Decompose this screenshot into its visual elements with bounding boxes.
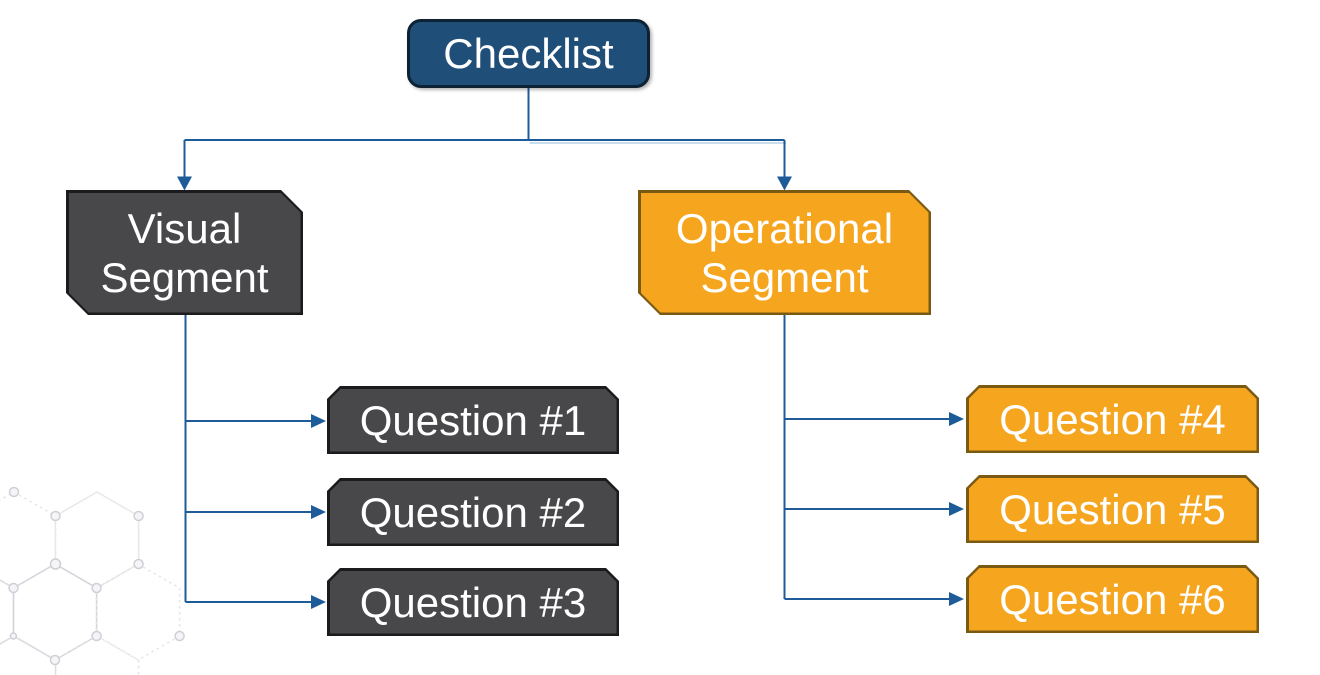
question-5-node: Question #5 <box>966 475 1259 543</box>
node-label: Question #4 <box>999 395 1226 443</box>
snip-rectangle-shape <box>327 568 619 636</box>
question-6-node: Question #6 <box>966 565 1259 633</box>
arrow-right-icon <box>949 592 964 606</box>
arrow-right-icon <box>949 412 964 426</box>
question-1-node: Question #1 <box>327 386 619 454</box>
node-label: Question #1 <box>359 396 587 444</box>
connector-arrowheads <box>177 176 964 609</box>
node-label: Operational Segment <box>675 204 894 301</box>
snip-rectangle-shape <box>966 565 1259 633</box>
checklist-node: Checklist <box>407 19 650 88</box>
node-label: Question #5 <box>999 485 1226 533</box>
node-label: Question #2 <box>359 488 587 536</box>
snip-rectangle-shape <box>966 475 1259 543</box>
node-label: Question #6 <box>999 575 1226 623</box>
arrow-down-icon <box>177 176 192 191</box>
snip-rectangle-shape <box>638 190 931 315</box>
arrow-right-icon <box>311 414 326 428</box>
question-3-node: Question #3 <box>327 568 619 636</box>
hexagon-pattern <box>0 486 185 675</box>
node-label: Visual Segment <box>100 204 269 301</box>
arrow-right-icon <box>949 502 964 516</box>
arrow-down-icon <box>777 176 792 191</box>
arrow-right-icon <box>311 505 326 519</box>
snip-rectangle-shape <box>966 385 1259 453</box>
arrow-right-icon <box>311 595 326 609</box>
question-4-node: Question #4 <box>966 385 1259 453</box>
node-label: Question #3 <box>359 578 587 626</box>
connector-lines <box>183 88 949 603</box>
question-2-node: Question #2 <box>327 478 619 546</box>
snip-rectangle-shape <box>327 386 619 454</box>
node-label: Checklist <box>443 30 614 77</box>
operational-segment-node: Operational Segment <box>638 190 931 315</box>
snip-rectangle-shape <box>66 190 303 315</box>
snip-rectangle-shape <box>327 478 619 546</box>
visual-segment-node: Visual Segment <box>66 190 303 315</box>
